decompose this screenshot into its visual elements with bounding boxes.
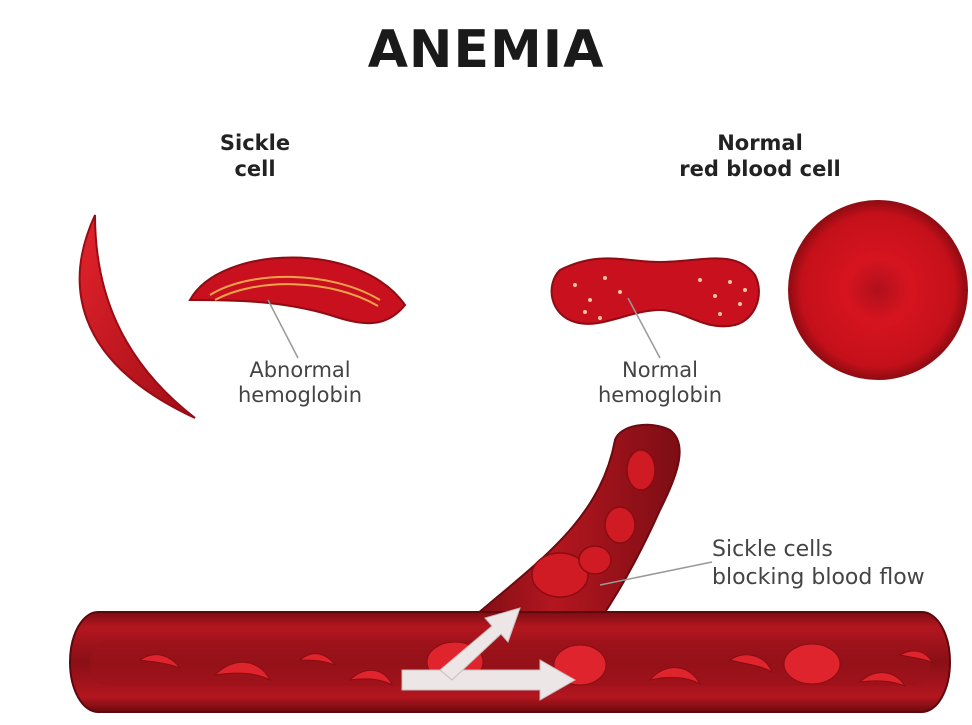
sickle-cell-cross-section: [190, 258, 405, 324]
normal-red-blood-cell: [788, 200, 968, 380]
normal-hemoglobin-label: Normal hemoglobin: [570, 358, 750, 408]
normal-cell-cross-section: [552, 258, 759, 326]
abnormal-hemoglobin-leader: [268, 300, 298, 358]
blocking-blood-flow-label: Sickle cells blocking blood flow: [712, 536, 962, 592]
blocking-label-line-2: blocking blood flow: [712, 564, 962, 592]
sickle-cell-heading: Sickle cell: [185, 130, 325, 182]
normal-cell-heading-line-1: Normal: [650, 130, 870, 156]
normal-hemoglobin-label-line-1: Normal: [570, 358, 750, 383]
abnormal-hemoglobin-label: Abnormal hemoglobin: [210, 358, 390, 408]
sickle-cell-heading-line-1: Sickle: [185, 130, 325, 156]
page-title: ANEMIA: [0, 20, 972, 80]
normal-cell-heading-line-2: red blood cell: [650, 156, 870, 182]
abnormal-hemoglobin-label-line-1: Abnormal: [210, 358, 390, 383]
normal-hemoglobin-label-line-2: hemoglobin: [570, 383, 750, 408]
sickle-cell-crescent: [80, 215, 195, 418]
sickle-cell-heading-line-2: cell: [185, 156, 325, 182]
normal-cell-heading: Normal red blood cell: [650, 130, 870, 182]
blocking-label-line-1: Sickle cells: [712, 536, 962, 564]
abnormal-hemoglobin-label-line-2: hemoglobin: [210, 383, 390, 408]
